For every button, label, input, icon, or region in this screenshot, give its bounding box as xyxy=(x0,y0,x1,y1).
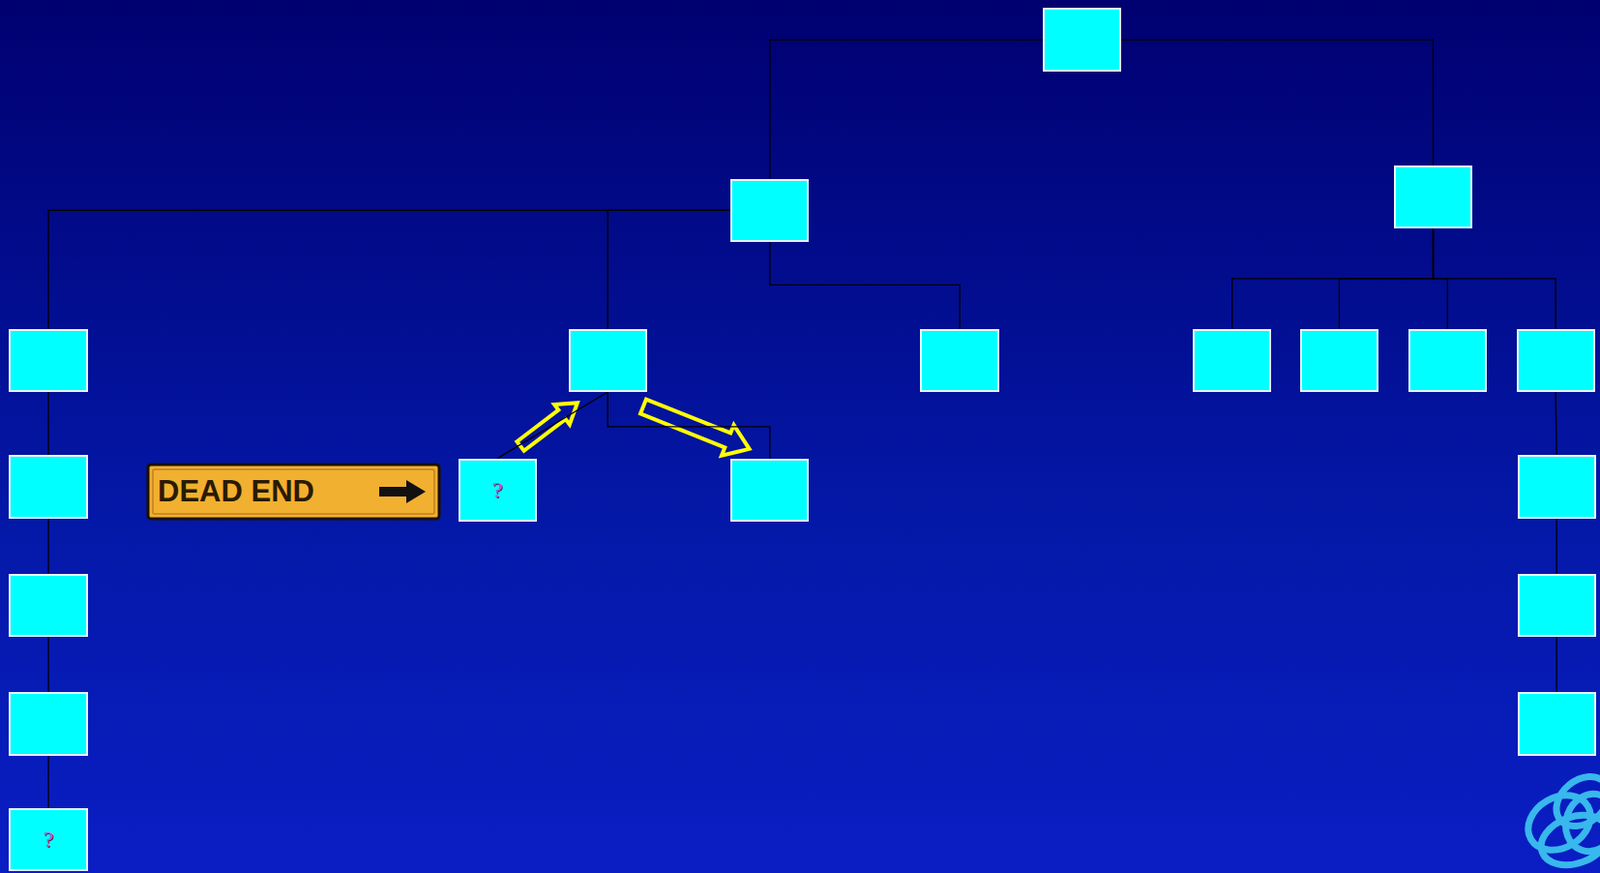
tree-connector xyxy=(607,209,731,328)
tree-box xyxy=(1300,328,1379,392)
tree-connector xyxy=(47,518,49,574)
sign-text: DEAD END xyxy=(157,464,315,519)
tree-box: ? xyxy=(458,458,537,522)
tree-box xyxy=(8,328,88,392)
tree-box xyxy=(8,454,88,518)
tree-box xyxy=(8,691,88,755)
tree-box xyxy=(1042,7,1122,71)
tree-connector xyxy=(607,391,771,459)
tree-connector xyxy=(1232,228,1434,328)
tree-connector xyxy=(1556,518,1558,574)
question-mark: ? xyxy=(43,826,55,852)
sign-plate xyxy=(148,464,440,519)
sign-arrow xyxy=(379,479,426,504)
tree-connector xyxy=(497,391,608,459)
tree-connector xyxy=(48,209,731,328)
yellow-arrow xyxy=(637,390,756,464)
tree-box xyxy=(1516,328,1596,392)
tree-box xyxy=(8,573,88,637)
tree-box xyxy=(730,178,809,242)
tree-connector xyxy=(770,241,960,329)
tree-box xyxy=(1517,454,1597,518)
dead-end-sign xyxy=(148,464,440,519)
tree-connector xyxy=(1555,391,1557,455)
tree-connector xyxy=(1338,228,1433,328)
tree-box xyxy=(1192,328,1272,392)
tree-box xyxy=(1393,165,1473,229)
question-mark: ? xyxy=(492,476,504,503)
tree-connector xyxy=(47,391,49,455)
swirl-logo xyxy=(1518,766,1600,873)
tree-connector xyxy=(1121,39,1433,166)
tree-box: ? xyxy=(8,807,88,871)
tree-connector xyxy=(1556,636,1558,692)
tree-box xyxy=(568,328,648,392)
tree-connector xyxy=(1433,228,1557,328)
tree-connector xyxy=(47,636,49,692)
swirl-ring xyxy=(1557,786,1600,859)
tree-box xyxy=(919,328,999,392)
tree-box xyxy=(1408,328,1487,392)
yellow-arrow xyxy=(512,392,586,457)
tree-connector xyxy=(770,39,1043,178)
tree-connector xyxy=(47,755,49,808)
tree-box xyxy=(730,458,809,522)
tree-box xyxy=(1517,573,1597,637)
tree-box xyxy=(1517,691,1597,755)
